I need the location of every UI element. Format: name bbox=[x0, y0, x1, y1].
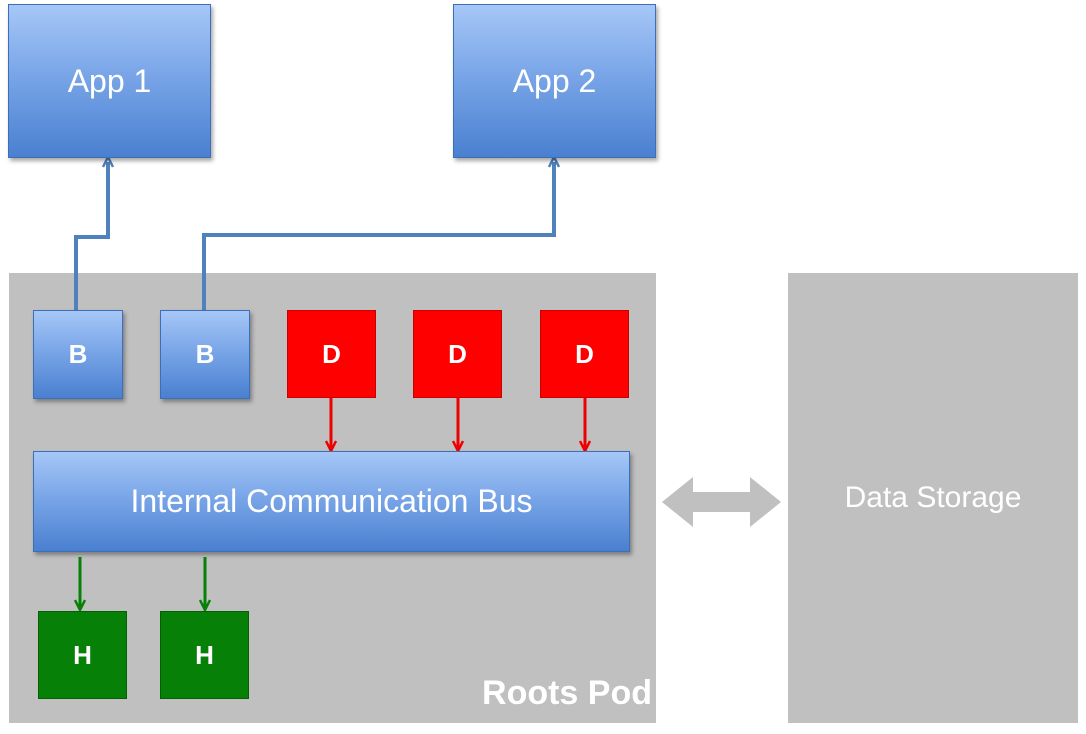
h-node-1: H bbox=[38, 611, 127, 699]
internal-communication-bus: Internal Communication Bus bbox=[33, 451, 630, 552]
app-2-label: App 2 bbox=[512, 62, 597, 99]
app-1-label: App 1 bbox=[67, 62, 152, 99]
d-node-1: D bbox=[287, 310, 376, 398]
h-node-2: H bbox=[160, 611, 249, 699]
d-node-3: D bbox=[540, 310, 629, 398]
d-node-2: D bbox=[413, 310, 502, 398]
app-1-box: App 1 bbox=[8, 4, 211, 158]
d-node-1-label: D bbox=[322, 338, 341, 369]
double-arrow-pod-storage bbox=[662, 477, 781, 527]
roots-pod-label: Roots Pod bbox=[482, 674, 652, 712]
app-2-box: App 2 bbox=[453, 4, 656, 158]
b-node-2: B bbox=[160, 310, 250, 399]
data-storage-block: Data Storage bbox=[788, 273, 1078, 723]
d-node-3-label: D bbox=[575, 338, 594, 369]
data-storage-label: Data Storage bbox=[844, 481, 1022, 514]
bus-label: Internal Communication Bus bbox=[130, 483, 533, 519]
b-node-1-label: B bbox=[68, 339, 88, 369]
h-node-1-label: H bbox=[73, 639, 92, 670]
b-node-2-label: B bbox=[195, 339, 215, 369]
connector-b2-to-app2 bbox=[202, 162, 554, 310]
b-node-1: B bbox=[33, 310, 123, 399]
d-node-2-label: D bbox=[448, 338, 467, 369]
connector-b1-to-app1 bbox=[74, 162, 108, 310]
h-node-2-label: H bbox=[195, 639, 214, 670]
